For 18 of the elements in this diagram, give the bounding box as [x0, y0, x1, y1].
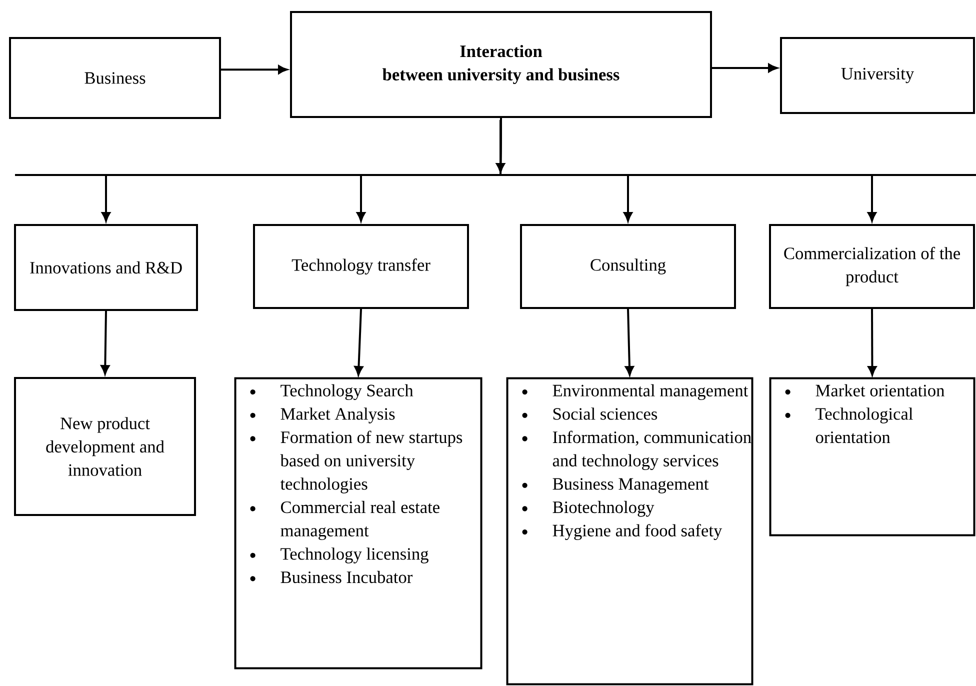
arrow [625, 308, 634, 376]
arrow [712, 64, 778, 72]
process-box: Commercialization of the product [769, 224, 975, 309]
arrow [868, 309, 877, 376]
list-box: Environmental management Social sciences Information, communication and technology services Business Management Biotechnology Hygiene and food safety [506, 377, 754, 686]
process-box: New product development and innovation [14, 377, 196, 516]
process-box: Business [9, 37, 221, 119]
process-box: Technology transfer [253, 224, 469, 309]
arrow [500, 118, 876, 222]
process-box: Consulting [520, 224, 736, 309]
list-box: Market orientation Technological orientation [769, 377, 976, 536]
arrow [354, 308, 364, 376]
process-box: Interaction between university and business [290, 11, 712, 118]
arrow [221, 65, 288, 74]
process-box: Innovations and R&D [14, 224, 198, 311]
process-box: University [780, 37, 975, 114]
arrow [100, 310, 110, 374]
list-box: Technology Search Market Analysis Formation of new startups based on university technologies Commercial real estate management Technology licensing Business Incubator [234, 377, 482, 670]
